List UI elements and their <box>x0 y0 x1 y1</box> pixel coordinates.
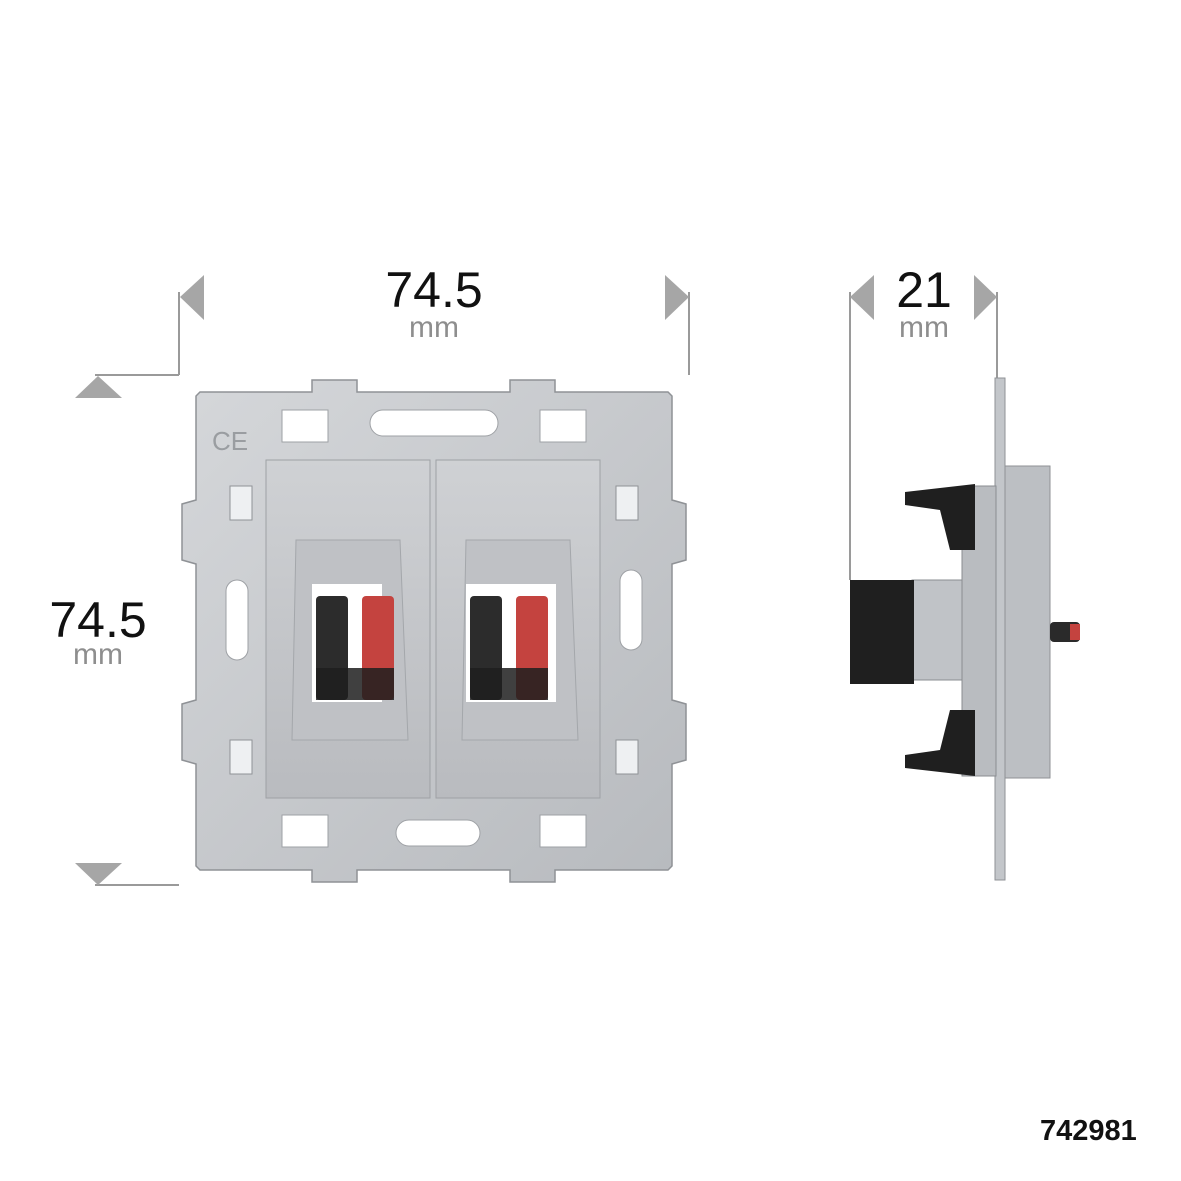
depth-right-arrow-icon <box>974 275 997 320</box>
height-value: 74.5 <box>49 592 147 648</box>
height-unit: mm <box>73 638 123 671</box>
frame-clip <box>229 485 253 521</box>
front-view: CE <box>181 379 687 883</box>
frame-keyhole <box>369 409 499 437</box>
side-upper-clip <box>905 484 975 550</box>
depth-unit: mm <box>899 311 949 344</box>
mounting-frame <box>181 379 687 883</box>
product-code: 742981 <box>1040 1115 1137 1147</box>
height-dimension <box>75 374 179 886</box>
frame-slot <box>539 814 587 848</box>
depth-dimension <box>849 275 998 580</box>
frame-slot <box>539 409 587 443</box>
side-red-terminal-tip <box>1070 624 1080 640</box>
frame-slot <box>281 814 329 848</box>
left-arrow-icon <box>180 275 204 320</box>
frame-keyhole <box>395 819 481 847</box>
up-arrow-icon <box>75 376 122 398</box>
terminal-base <box>316 668 394 700</box>
depth-left-arrow-icon <box>850 275 874 320</box>
right-arrow-icon <box>665 275 689 320</box>
terminal-base <box>470 668 548 700</box>
depth-value: 21 <box>896 262 952 318</box>
ce-mark: CE <box>212 426 248 456</box>
frame-clip <box>615 739 639 775</box>
width-dimension <box>178 275 690 375</box>
frame-keyhole <box>619 569 643 651</box>
frame-clip <box>615 485 639 521</box>
side-view <box>850 377 1080 881</box>
frame-slot <box>281 409 329 443</box>
side-center-bracket <box>911 579 963 681</box>
frame-clip <box>229 739 253 775</box>
side-faceplate <box>1004 465 1051 779</box>
side-lower-clip <box>905 710 975 776</box>
side-connector-body <box>850 580 914 684</box>
width-unit: mm <box>409 311 459 344</box>
down-arrow-icon <box>75 863 122 885</box>
width-value: 74.5 <box>385 262 483 318</box>
frame-keyhole <box>225 579 249 661</box>
